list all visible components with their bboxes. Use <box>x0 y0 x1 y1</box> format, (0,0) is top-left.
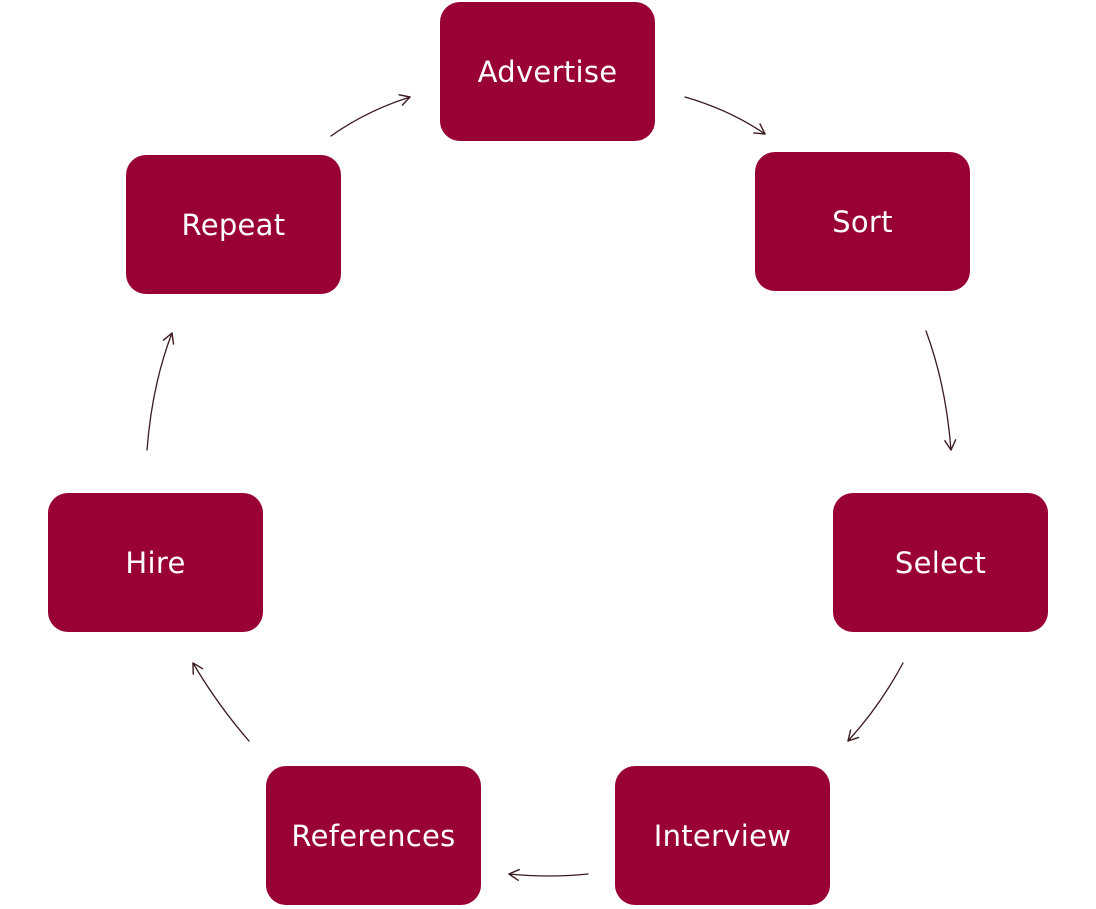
arrow-repeat-to-advertise <box>330 94 411 137</box>
arrow-advertise-to-sort <box>684 96 766 135</box>
step-sort-label: Sort <box>832 204 893 239</box>
arrow-sort-to-select <box>925 330 957 451</box>
step-references: References <box>266 766 481 905</box>
step-interview: Interview <box>615 766 830 905</box>
step-references-label: References <box>291 818 456 853</box>
step-select: Select <box>833 493 1048 632</box>
arrow-hire-to-repeat <box>146 332 175 451</box>
step-repeat: Repeat <box>126 155 341 294</box>
step-sort: Sort <box>755 152 970 291</box>
step-interview-label: Interview <box>653 818 792 853</box>
step-repeat-label: Repeat <box>181 207 286 242</box>
arrow-select-to-interview <box>847 662 904 742</box>
arrow-interview-to-references <box>508 868 589 882</box>
step-select-label: Select <box>894 545 987 580</box>
step-advertise-label: Advertise <box>477 54 618 89</box>
step-hire-label: Hire <box>125 545 186 580</box>
step-advertise: Advertise <box>440 2 655 141</box>
step-hire: Hire <box>48 493 263 632</box>
arrow-references-to-hire <box>192 662 250 742</box>
